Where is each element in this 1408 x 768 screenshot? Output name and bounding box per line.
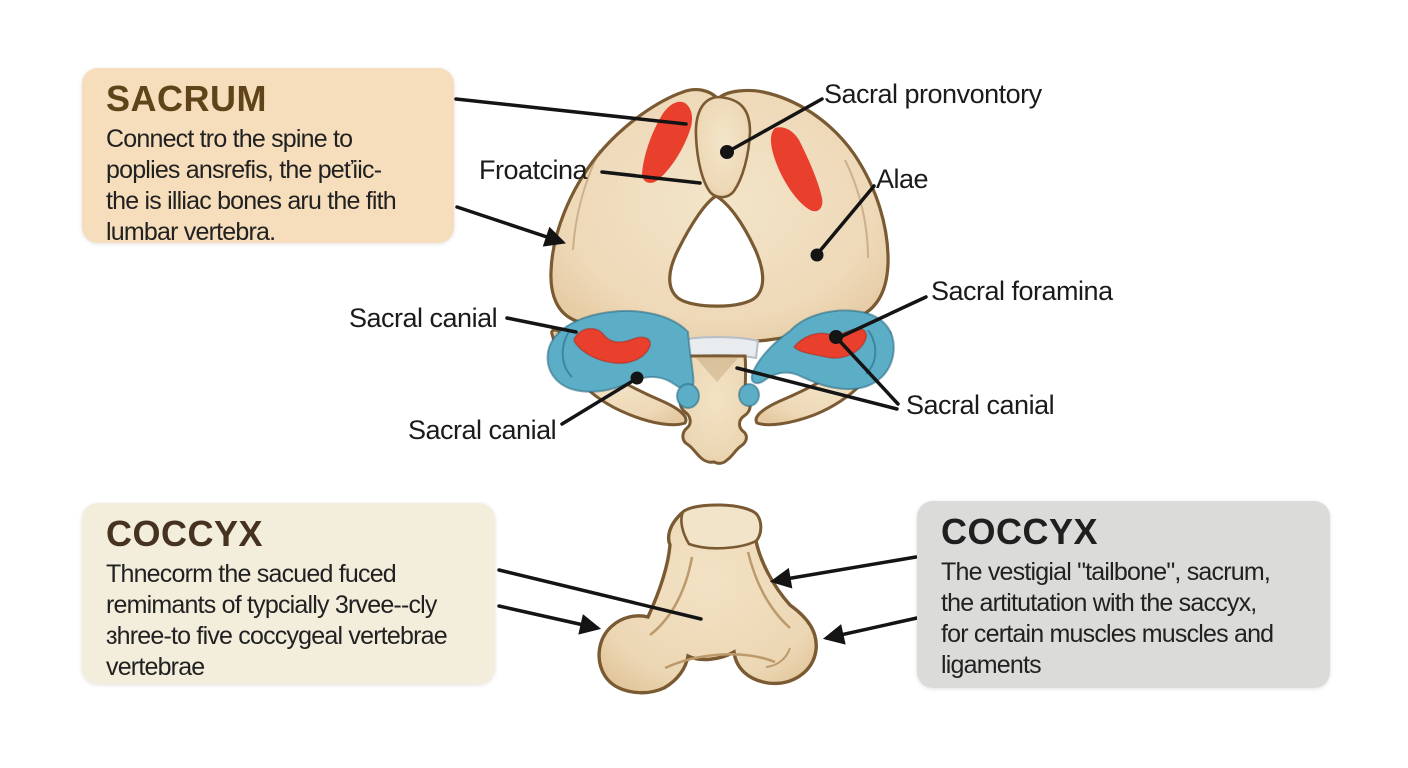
coccyx-right-line-2: the artitutation with the saccyx, [941,589,1257,617]
label-alae: Alae [876,164,929,194]
dot-canial-lower-left [630,371,644,385]
coccyx-right-line-3: for certain muscles muscles and [941,620,1274,648]
leader-canial-lower-left [560,377,638,426]
label-sacral-canial-upper-left: Sacral canial [349,303,498,333]
leader-dots [630,145,843,385]
label-sacral-canial-lower-left: Sacral canial [408,415,557,445]
leader-foramina [836,295,928,340]
leader-sacrum-box-arrow [455,205,566,247]
leader-canial-right-a [834,335,900,406]
sacrum-bone-group [546,88,895,465]
coccyx-right-info-box: COCCYX The vestigial "tailbone", sacrum,… [917,501,1330,688]
leader-promontory [727,97,824,153]
coccyx-bone-group [597,503,818,695]
blue-bump-left [676,383,700,409]
coccyx-right-title: COCCYX [941,511,1099,552]
coccyx-inner-left [649,556,694,636]
blue-bump-right [738,383,760,407]
ala-detail-left [572,149,601,251]
leader-coccyx-right-arrow2 [822,616,919,645]
coccyx-left-title: COCCYX [106,513,264,554]
ala-detail-right [844,159,869,259]
sacrum-line-4: lumbar vertebra. [106,218,276,246]
blue-wing-left-detail [561,329,573,378]
coccyx-left-line-1: Thnecorm the sacued fuced [106,560,397,588]
sacrum-line-3: the is illiac bones aru the fith [106,187,397,215]
coccyx-cap [680,503,762,550]
leader-sacrum-box-top [454,97,688,126]
leader-froatcina [600,170,702,185]
coccyx-inner-lobe [765,647,791,668]
coccyx-left-line-3: ɜhree-to five coccygeal vertebrae [106,622,448,650]
sacrum-line-2: poplies ansrefis, the peťiic- [106,156,382,184]
sacrum-lower-projection [678,354,752,465]
coccyx-right-line-1: The vestigial "tailbone", sacrum, [941,558,1271,586]
leader-alae [817,184,876,254]
leader-canial-right-b [735,366,899,411]
coccyx-left-info-box: COCCYX Thnecorm the sacued fuced remiman… [82,503,495,684]
coccyx-right-line-4: ligaments [941,651,1042,679]
coccyx-left-line-4: vertebrae [106,653,205,681]
leader-canial-upper-left [505,316,578,334]
coccyx-left-line-2: remimants of typcially 3rvee--cly [106,591,437,619]
label-sacral-canial-right: Sacral canial [906,390,1055,420]
sacrum-title: SACRUM [106,78,267,119]
dot-promontory [720,145,734,159]
dot-foramina [829,330,843,344]
projection-shading [696,358,738,382]
label-sacral-foramina: Sacral foramina [931,276,1113,306]
leader-coccyx-left-line [497,568,703,621]
leader-lines [454,97,928,645]
label-sacral-promontory: Sacral pronvontory [824,79,1042,109]
red-streak-right [770,127,823,212]
label-froatcina: Froatcina [479,155,588,185]
dot-alae [810,248,824,262]
sacrum-line-1: Connect tro the spine to [106,125,353,153]
coccyx-inner-bottom [664,653,776,670]
sacrum-info-box: SACRUM Connect tro the spine to poplies … [82,68,454,246]
red-canal-left [573,327,652,365]
leader-coccyx-left-arrow [497,604,602,635]
leader-coccyx-right-arrow1 [769,555,918,589]
coccyx-inner-right [746,551,791,629]
